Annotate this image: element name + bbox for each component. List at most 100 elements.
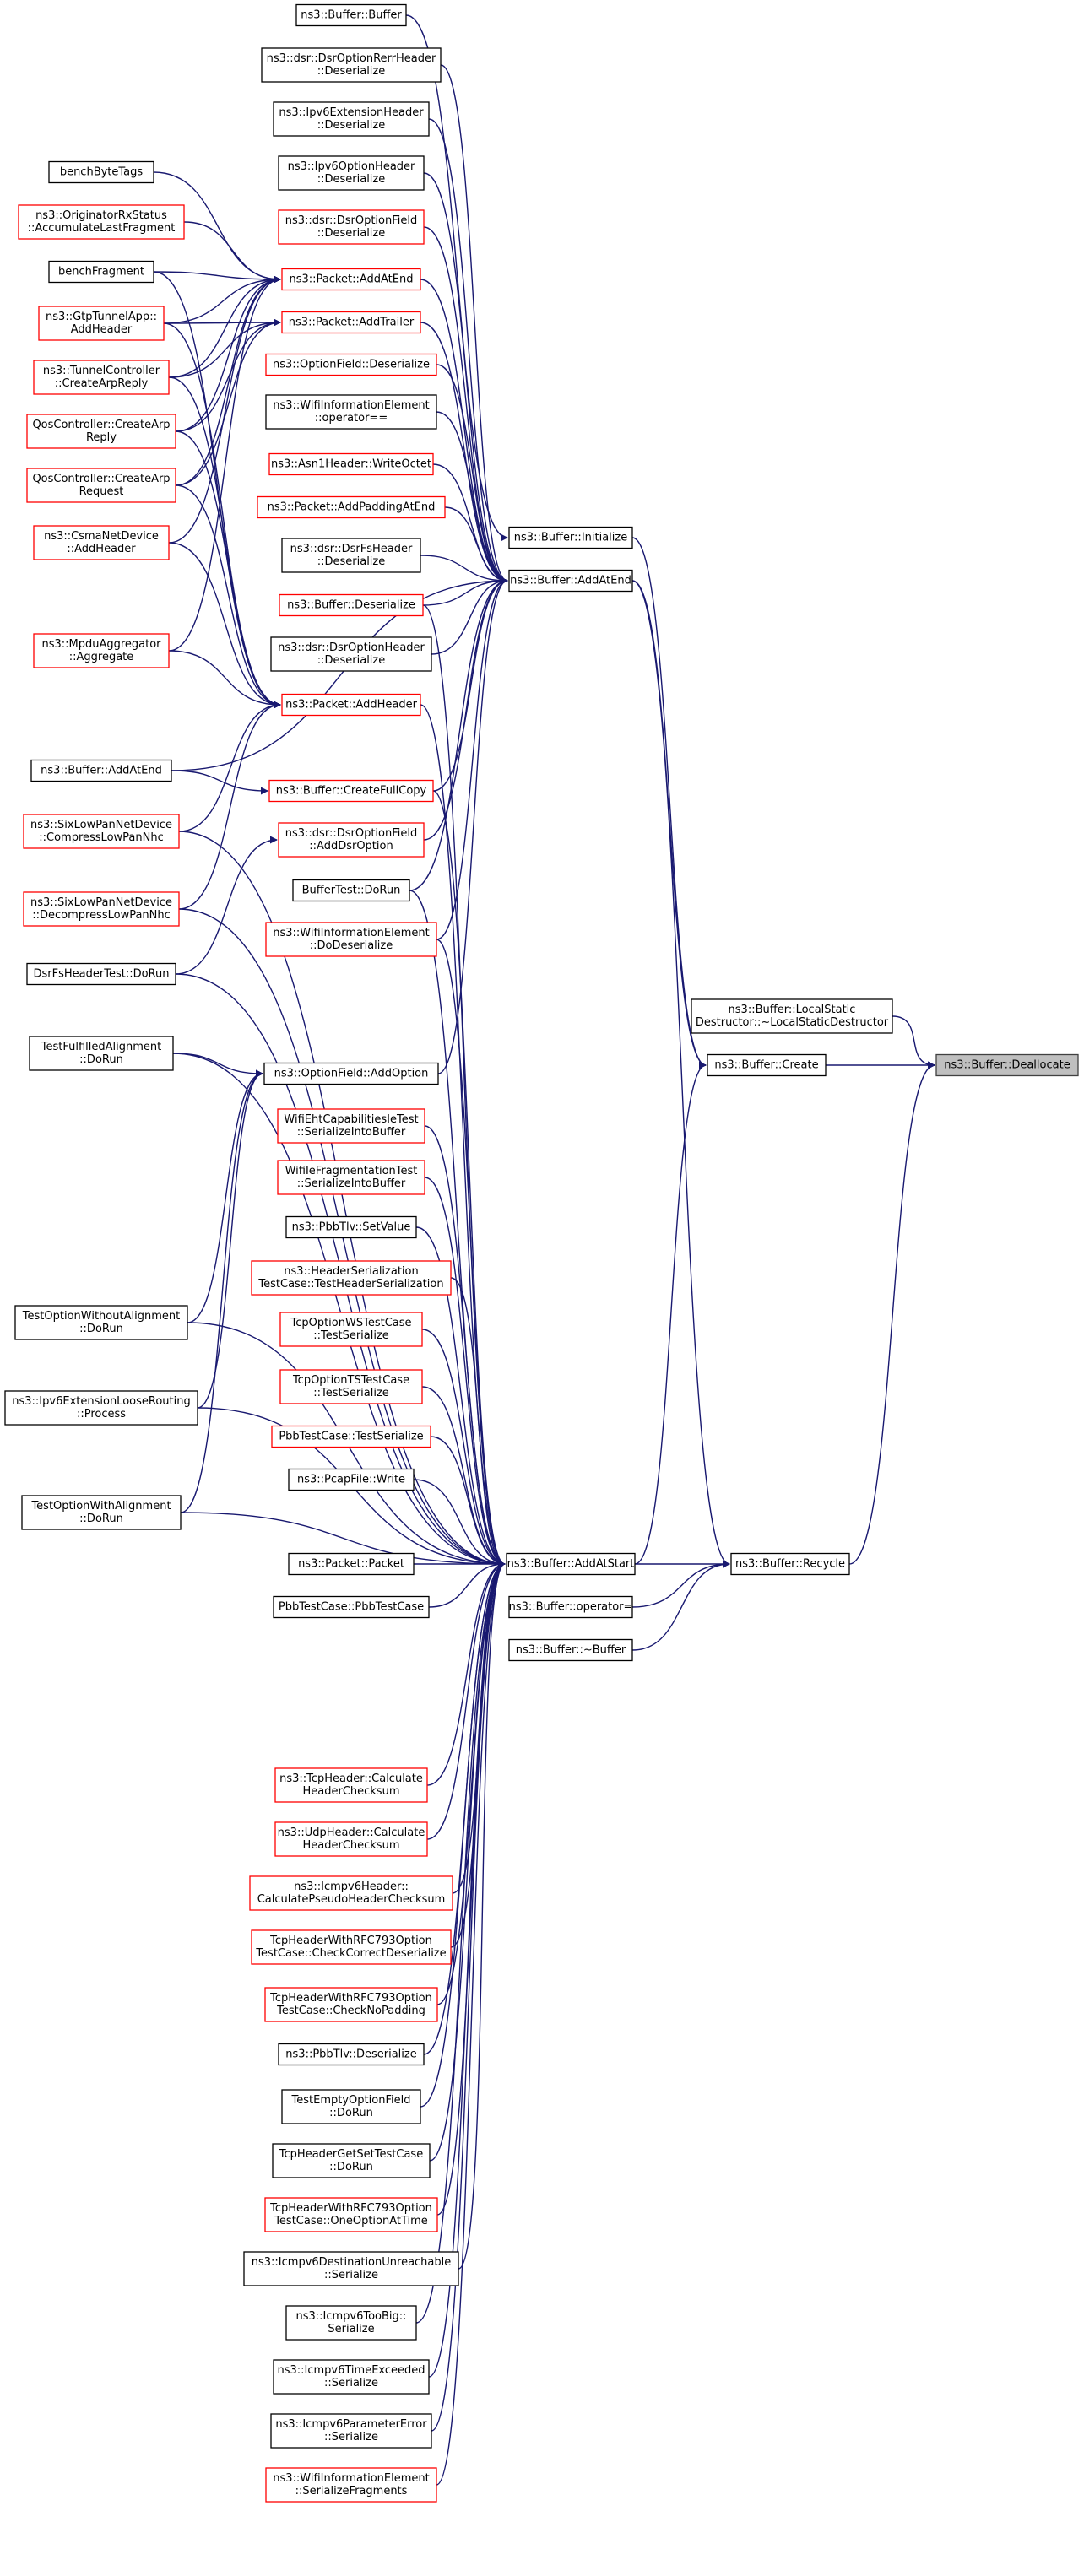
node-pbbsetval[interactable]: ns3::PbbTlv::SetValue — [285, 1215, 417, 1239]
node-sixcomp[interactable]: ns3::SixLowPanNetDevice::CompressLowPanN… — [23, 814, 180, 849]
node-wififragser[interactable]: ns3::WifiInformationElement::SerializeFr… — [265, 2467, 437, 2503]
node-pktctor[interactable]: ns3::Packet::Packet — [288, 1552, 415, 1576]
node-bufctor[interactable]: ns3::Buffer::Buffer — [295, 3, 407, 27]
node-createfull[interactable]: ns3::Buffer::CreateFullCopy — [268, 779, 434, 803]
node-benchtags[interactable]: benchByteTags — [48, 160, 154, 184]
node-box — [274, 1821, 428, 1857]
node-initialize[interactable]: ns3::Buffer::Initialize — [508, 526, 633, 549]
node-bufdeser[interactable]: ns3::Buffer::Deserialize — [279, 593, 424, 617]
node-mpdu[interactable]: ns3::MpduAggregator::Aggregate — [33, 633, 170, 668]
node-box — [33, 360, 170, 395]
node-pbbdeser[interactable]: ns3::PbbTlv::Deserialize — [278, 2043, 425, 2066]
node-addatend[interactable]: ns3::Buffer::AddAtEnd — [508, 569, 633, 593]
node-icmpparam[interactable]: ns3::Icmpv6ParameterError::Serialize — [270, 2413, 432, 2449]
node-pktaddatend[interactable]: ns3::Packet::AddAtEnd — [281, 268, 421, 291]
node-icmpcksum[interactable]: ns3::Icmpv6Header::CalculatePseudoHeader… — [249, 1875, 453, 1911]
edge-pktaddtrailer-to-addatend — [420, 322, 508, 585]
node-label: ::DoRun — [79, 1323, 123, 1335]
node-box — [273, 2359, 430, 2395]
edge-hdrser-to-addatstart — [450, 1277, 506, 1568]
node-tunnelarp[interactable]: ns3::TunnelController::CreateArpReply — [33, 360, 170, 395]
node-wifidodeser[interactable]: ns3::WifiInformationElement::DoDeseriali… — [265, 922, 437, 957]
node-optfield[interactable]: ns3::OptionField::Deserialize — [265, 353, 437, 376]
node-addpad[interactable]: ns3::Packet::AddPaddingAtEnd — [257, 495, 446, 519]
node-ipv6opt[interactable]: ns3::Ipv6OptionHeader::Deserialize — [278, 155, 425, 191]
edge-tcpgetset-to-addatstart — [429, 1560, 506, 2162]
node-benchfrag[interactable]: benchFragment — [48, 260, 154, 284]
node-wififrag[interactable]: WifiIeFragmentationTest::SerializeIntoBu… — [277, 1160, 425, 1195]
node-dsrrerr[interactable]: ns3::dsr::DsrOptionRerrHeader::Deseriali… — [261, 47, 442, 83]
node-tcpts[interactable]: TcpOptionTSTestCase::TestSerialize — [279, 1369, 423, 1404]
node-label: ns3::WifiInformationElement — [273, 2472, 430, 2485]
node-label: ns3::Buffer::AddAtEnd — [510, 575, 631, 587]
node-tcpws[interactable]: TcpOptionWSTestCase::TestSerialize — [279, 1312, 423, 1347]
node-dsrfield[interactable]: ns3::dsr::DsrOptionField::Deserialize — [278, 209, 425, 245]
node-label: ::Deserialize — [317, 227, 386, 240]
node-ipv6ext[interactable]: ns3::Ipv6ExtensionHeader::Deserialize — [273, 101, 430, 137]
node-box — [508, 1595, 633, 1619]
node-origacc[interactable]: ns3::OriginatorRxStatus::AccumulateLastF… — [18, 204, 185, 240]
node-pktaddtrailer[interactable]: ns3::Packet::AddTrailer — [281, 311, 421, 334]
node-label: ::SerializeIntoBuffer — [297, 1177, 406, 1190]
node-dtor[interactable]: ns3::Buffer::~Buffer — [508, 1638, 633, 1662]
node-label: ns3::Packet::AddHeader — [285, 699, 417, 712]
node-opassign[interactable]: ns3::Buffer::operator= — [508, 1595, 633, 1619]
node-box — [251, 1260, 452, 1296]
node-lsd[interactable]: ns3::Buffer::LocalStaticDestructor::~Loc… — [691, 998, 893, 1034]
node-csma[interactable]: ns3::CsmaNetDevice::AddHeader — [33, 525, 170, 560]
node-emptyopt[interactable]: TestEmptyOptionField::DoRun — [281, 2089, 421, 2124]
node-dsroh[interactable]: ns3::dsr::DsrOptionHeader::Deserialize — [270, 636, 432, 672]
edge-gtp-to-pktaddtrailer — [163, 318, 281, 327]
node-box — [506, 1552, 636, 1576]
node-label: ns3::TcpHeader::Calculate — [279, 1772, 423, 1785]
node-ipv6loose[interactable]: ns3::Ipv6ExtensionLooseRouting::Process — [4, 1390, 198, 1426]
node-pbbctor[interactable]: PbbTestCase::PbbTestCase — [273, 1595, 430, 1619]
node-qosreply[interactable]: QosController::CreateArpReply — [26, 414, 176, 449]
edge-tcpcksum-to-addatstart — [426, 1560, 506, 1786]
node-box — [292, 879, 410, 902]
node-tcpcorrect[interactable]: TcpHeaderWithRFC793OptionTestCase::Check… — [251, 1929, 452, 1965]
edge-optaddopt-to-addatend — [437, 576, 508, 1074]
node-dsrfstest[interactable]: DsrFsHeaderTest::DoRun — [26, 962, 176, 986]
node-label: TestOptionWithoutAlignment — [22, 1310, 180, 1323]
node-twithout[interactable]: TestOptionWithoutAlignment::DoRun — [14, 1305, 188, 1340]
node-create[interactable]: ns3::Buffer::Create — [707, 1053, 827, 1077]
node-box — [26, 468, 176, 503]
edge-createfull-to-addatstart — [432, 790, 506, 1568]
node-asn1[interactable]: ns3::Asn1Header::WriteOctet — [268, 452, 434, 476]
edge-dsrrerr-to-addatend — [440, 64, 508, 585]
node-buftest[interactable]: BufferTest::DoRun — [292, 879, 410, 902]
node-tcpgetset[interactable]: TcpHeaderGetSetTestCase::DoRun — [272, 2143, 431, 2178]
node-addatstart[interactable]: ns3::Buffer::AddAtStart — [506, 1552, 636, 1576]
edge-tunnelarp-to-pktaddtrailer — [168, 318, 281, 378]
node-dsrfs[interactable]: ns3::dsr::DsrFsHeader::Deserialize — [281, 538, 421, 573]
node-gtp[interactable]: ns3::GtpTunnelApp::AddHeader — [38, 306, 165, 341]
edge-adddsropt-to-addatend — [423, 576, 508, 841]
node-pktaddheader[interactable]: ns3::Packet::AddHeader — [281, 693, 421, 717]
node-wifieht[interactable]: WifiEhtCapabilitiesIeTest::SerializeInto… — [277, 1108, 425, 1144]
node-twith[interactable]: TestOptionWithAlignment::DoRun — [21, 1495, 182, 1530]
node-recycle[interactable]: ns3::Buffer::Recycle — [730, 1552, 850, 1576]
node-adddsropt[interactable]: ns3::dsr::DsrOptionField::AddDsrOption — [278, 822, 425, 858]
node-bufaddatend2[interactable]: ns3::Buffer::AddAtEnd — [30, 759, 172, 782]
node-tfulfilled[interactable]: TestFulfilledAlignment::DoRun — [29, 1036, 174, 1071]
node-hdrser[interactable]: ns3::HeaderSerializationTestCase::TestHe… — [251, 1260, 452, 1296]
node-sixdecomp[interactable]: ns3::SixLowPanNetDevice::DecompressLowPa… — [23, 891, 180, 927]
node-label: ns3::dsr::DsrOptionField — [285, 214, 417, 227]
node-wifieq[interactable]: ns3::WifiInformationElement::operator== — [265, 394, 437, 430]
node-icmpunreach[interactable]: ns3::Icmpv6DestinationUnreachable::Seria… — [243, 2251, 459, 2286]
node-box — [508, 1638, 633, 1662]
node-tcponeopt[interactable]: TcpHeaderWithRFC793OptionTestCase::OneOp… — [264, 2197, 438, 2232]
node-pcap[interactable]: ns3::PcapFile::Write — [288, 1468, 415, 1491]
node-label: ns3::Buffer::Create — [714, 1059, 818, 1072]
node-tcpnopad[interactable]: TcpHeaderWithRFC793OptionTestCase::Check… — [264, 1987, 438, 2022]
node-icmptoobig[interactable]: ns3::Icmpv6TooBig::Serialize — [285, 2305, 417, 2341]
node-optaddopt[interactable]: ns3::OptionField::AddOption — [263, 1062, 439, 1085]
node-pbbtestser[interactable]: PbbTestCase::TestSerialize — [271, 1425, 431, 1448]
node-icmptime[interactable]: ns3::Icmpv6TimeExceeded::Serialize — [273, 2359, 430, 2395]
edge-ipv6opt-to-addatend — [423, 172, 508, 585]
